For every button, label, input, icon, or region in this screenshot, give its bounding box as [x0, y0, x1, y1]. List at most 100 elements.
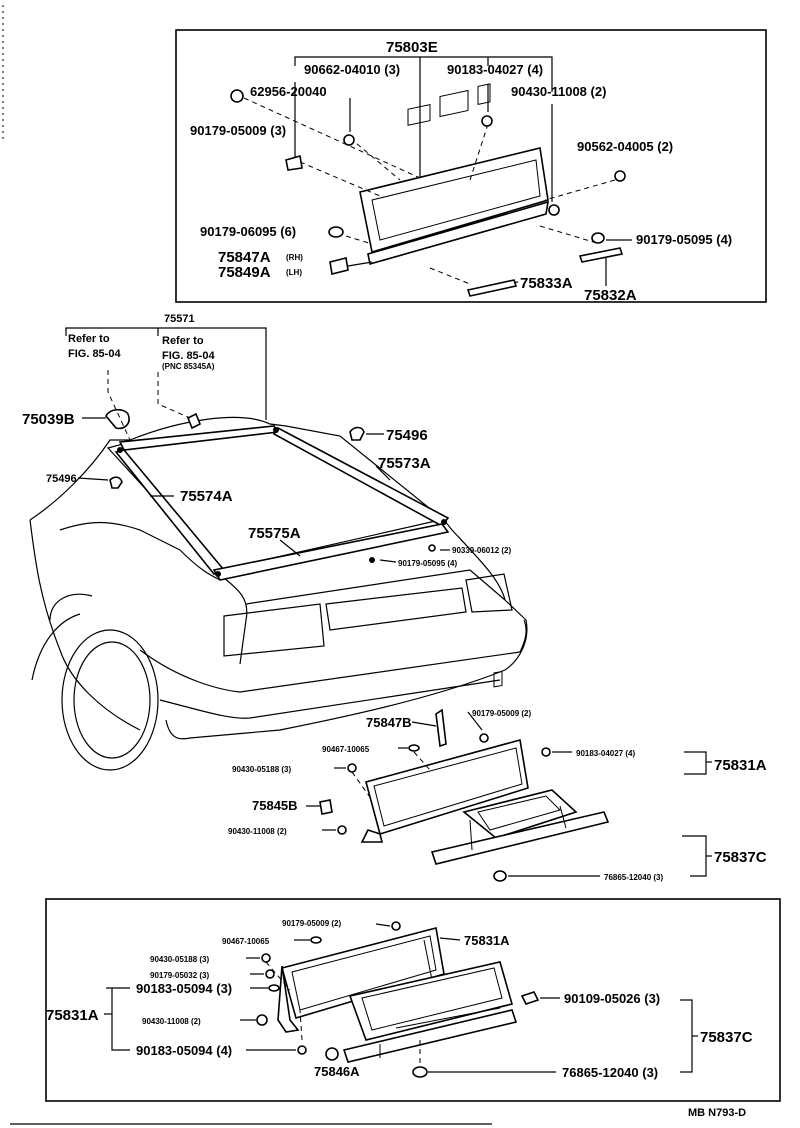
- label-75837C-mid: 75837C: [714, 849, 767, 866]
- label-refer-2a: Refer to: [162, 335, 204, 347]
- label-75832A: 75832A: [584, 287, 637, 304]
- frame-75837C-mid: [462, 789, 578, 839]
- label-75496-left: 75496: [46, 473, 77, 485]
- bracket-75831A-bottom: [106, 987, 130, 1051]
- label-90179-05009-bottom: 90179-05009 (2): [282, 919, 341, 928]
- label-90430-11008-bottom: 90430-11008 (2): [142, 1017, 201, 1026]
- clip-90179-05032: [265, 969, 275, 979]
- rear-wheel: [61, 629, 159, 771]
- label-90109-05026: 90109-05026 (3): [564, 991, 660, 1006]
- label-90183-05094-a: 90183-05094 (3): [136, 981, 232, 996]
- lower-garnish-assembly-a: 75847B 90179-05009 (2) 90467-10065 90183…: [228, 670, 767, 882]
- label-75847A-side: (RH): [286, 253, 303, 262]
- label-90179-05095-car: 90179-05095 (4): [398, 559, 457, 568]
- label-75831A-bottom: 75831A: [464, 933, 510, 948]
- label-75847A: 75847A: [218, 249, 271, 266]
- label-refer-2b: FIG. 85-04: [162, 350, 215, 362]
- label-90430-05188-mid: 90430-05188 (3): [232, 765, 291, 774]
- lower-garnish-assembly-b: 90179-05009 (2) 90467-10065 75831A 90430…: [45, 898, 781, 1102]
- bracket-75845B: [319, 799, 333, 815]
- label-75849A: 75849A: [218, 264, 271, 281]
- clip-refer-85345A: [186, 412, 202, 430]
- clip-90430-11008-bottom: [256, 1014, 268, 1026]
- label-90183-04027-mid: 90183-04027 (4): [576, 749, 635, 758]
- label-75496-right: 75496: [386, 427, 428, 444]
- label-75039B: 75039B: [22, 411, 75, 428]
- label-76865-12040-bottom: 76865-12040 (3): [562, 1065, 658, 1080]
- screw-90467-mid: [408, 744, 420, 752]
- strip-75833A: [466, 279, 518, 297]
- upper-garnish-assembly: 75803E 90662-04010 (3) 90183-04027 (4) 6…: [175, 29, 767, 304]
- clip-75496-right: [349, 426, 365, 441]
- screw-90183-05094-b: [297, 1045, 307, 1055]
- clip-90179-05095-car: [369, 557, 375, 563]
- label-62956-20040: 62956-20040: [250, 84, 327, 99]
- clip-90562: [614, 170, 626, 182]
- bracket-75837C-bottom: [680, 999, 693, 1073]
- label-90179-06095: 90179-06095 (6): [200, 224, 296, 239]
- side-garnish-75574A: [114, 449, 226, 575]
- body-outline: [29, 416, 528, 740]
- label-75574A: 75574A: [180, 488, 233, 505]
- label-90467-10065-bottom: 90467-10065: [222, 937, 270, 946]
- clip-90430-05188-bottom: [261, 953, 271, 963]
- bracket-75803E: [294, 56, 553, 92]
- clip-90430-05188-mid: [347, 763, 357, 773]
- label-90179-05095: 90179-05095 (4): [636, 232, 732, 247]
- frame-box-bottom: [45, 898, 781, 1102]
- label-75831A-bracket: 75831A: [46, 1007, 99, 1024]
- bracket-75847A: [329, 257, 349, 275]
- label-90662-04010: 90662-04010 (3): [304, 62, 400, 77]
- clip-76865-bottom: [412, 1066, 428, 1078]
- clip-90662: [343, 134, 355, 146]
- label-90339-06012: 90339-06012 (2): [452, 546, 511, 555]
- clip-75039B: [105, 408, 130, 430]
- label-75573A: 75573A: [378, 455, 431, 472]
- clip-75496-left: [109, 476, 123, 489]
- bracket-75837C-mid: [682, 835, 707, 877]
- tail-light-left: [223, 603, 325, 657]
- label-75846A: 75846A: [314, 1064, 360, 1079]
- label-refer-2c: (PNC 85345A): [162, 362, 215, 371]
- label-90430-11008: 90430-11008 (2): [511, 84, 606, 99]
- label-75833A: 75833A: [520, 275, 573, 292]
- label-75837C-bottom: 75837C: [700, 1029, 753, 1046]
- clip-90183-04027: [481, 115, 493, 127]
- label-90467-10065-mid: 90467-10065: [322, 745, 370, 754]
- clip-90339: [428, 544, 436, 552]
- clip-90179-05009-mid: [479, 733, 489, 743]
- bracket-75831A-mid: [684, 751, 707, 775]
- label-90179-05009-mid: 90179-05009 (2): [472, 709, 531, 718]
- clip-90179-05009-bottom: [391, 921, 401, 931]
- screw-90183-05094-a: [268, 984, 280, 992]
- clip-90179-05009: [230, 89, 244, 103]
- tail-light-right: [465, 573, 513, 613]
- label-90179-05009: 90179-05009 (3): [190, 123, 286, 138]
- label-75575A: 75575A: [248, 525, 301, 542]
- frame-box-top: [175, 29, 767, 303]
- garnish-panel: [359, 147, 549, 254]
- frame-75837C-bottom: [348, 961, 513, 1041]
- bracket-62956: [285, 154, 303, 171]
- clip-90109-05026: [520, 991, 540, 1005]
- screw-90467-bottom: [310, 936, 322, 944]
- label-75849A-side: (LH): [286, 268, 302, 277]
- label-75803E: 75803E: [386, 39, 438, 56]
- label-90179-05032: 90179-05032 (3): [150, 971, 209, 980]
- label-90430-11008-mid: 90430-11008 (2): [228, 827, 287, 836]
- label-75847B: 75847B: [366, 715, 412, 730]
- clip-90430-11008-mid: [337, 825, 347, 835]
- panel-75831A-mid: [365, 738, 529, 836]
- bracket-75847B: [435, 708, 447, 748]
- label-75845B: 75845B: [252, 798, 298, 813]
- label-90562-04005: 90562-04005 (2): [577, 139, 673, 154]
- clip-90430-11008: [548, 204, 560, 216]
- garnish-lower-edge: [367, 200, 549, 266]
- roof-garnish-75571: [118, 425, 280, 451]
- label-refer-1b: FIG. 85-04: [68, 348, 121, 360]
- label-75831A-mid: 75831A: [714, 757, 767, 774]
- clip-90179-05095: [591, 232, 605, 244]
- label-76865-12040-mid: 76865-12040 (3): [604, 873, 663, 882]
- clip-90183-04027-mid: [541, 747, 551, 757]
- clip-75846A: [325, 1047, 339, 1061]
